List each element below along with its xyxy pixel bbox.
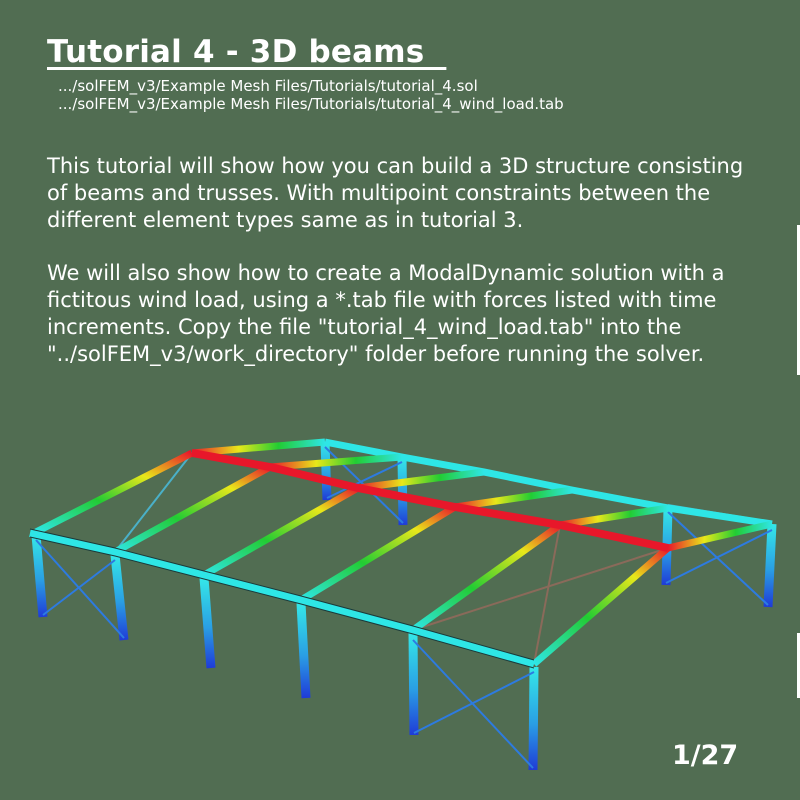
page-counter: 1/27 bbox=[672, 740, 739, 771]
ridge-beam bbox=[191, 449, 669, 552]
wind-load-paragraph: We will also show how to create a ModalD… bbox=[47, 261, 725, 366]
intro-paragraph: This tutorial will show how you can buil… bbox=[47, 154, 744, 232]
edge-marker-top bbox=[797, 225, 800, 375]
file-path-sol: .../solFEM_v3/Example Mesh Files/Tutoria… bbox=[58, 77, 478, 95]
slide-title: Tutorial 4 - 3D beams bbox=[47, 34, 447, 70]
back-rafters bbox=[34, 449, 773, 552]
front-eave-beam bbox=[29, 529, 536, 668]
columns bbox=[31, 441, 777, 771]
front-eave-edge bbox=[29, 528, 535, 669]
file-path-tab: .../solFEM_v3/Example Mesh Files/Tutoria… bbox=[58, 95, 564, 113]
edge-marker-bottom bbox=[797, 633, 800, 698]
front-rafters bbox=[113, 463, 671, 667]
